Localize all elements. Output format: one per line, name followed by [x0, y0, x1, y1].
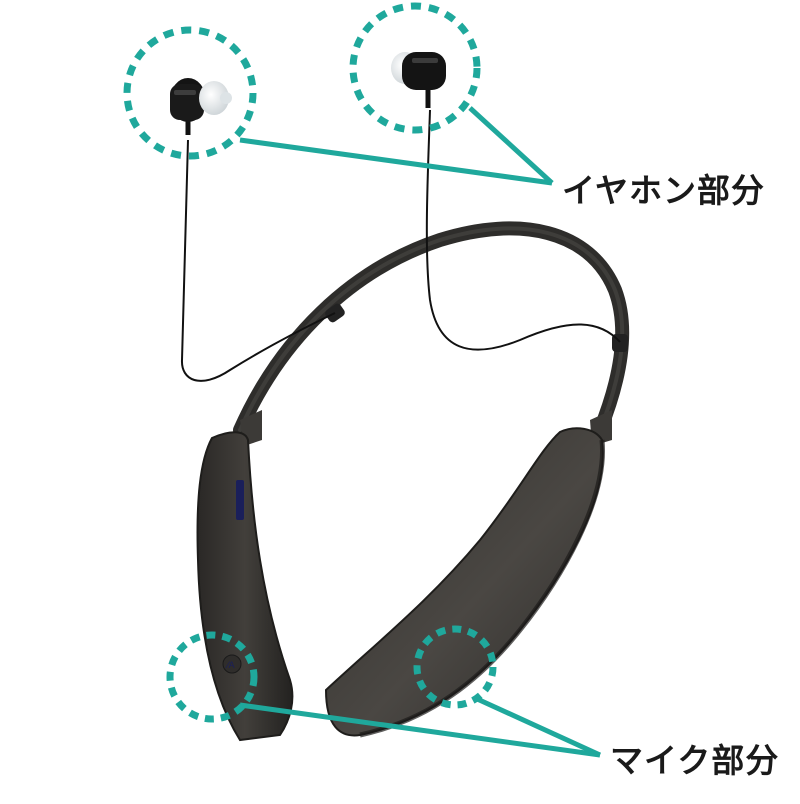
mic-leader-line-1 — [239, 702, 601, 758]
svg-text:⁄A: ⁄A — [225, 661, 236, 671]
earphone-cables — [180, 109, 621, 382]
left-mic-highlight-circle — [166, 631, 258, 723]
earphone-leader-line-1 — [239, 137, 553, 186]
right-neckband-body — [324, 410, 612, 738]
right-mic-highlight-circle — [413, 625, 497, 709]
earphone-callout — [123, 2, 554, 186]
mic-section-label: マイク部分 — [610, 741, 780, 780]
mic-leader-line-2 — [473, 695, 602, 758]
left-neckband-body: ⁄A — [196, 410, 294, 742]
right-earbud — [391, 52, 446, 108]
mic-callout — [166, 625, 602, 758]
earphone-leader-line-2 — [468, 106, 554, 185]
neckband-arc — [233, 221, 630, 437]
right-earbud-highlight-circle — [349, 2, 481, 134]
earphone-section-label: イヤホン部分 — [562, 171, 766, 210]
mic-button — [222, 654, 242, 674]
left-earbud-highlight-circle — [123, 26, 257, 160]
power-button — [236, 480, 244, 520]
left-earbud — [170, 78, 232, 135]
